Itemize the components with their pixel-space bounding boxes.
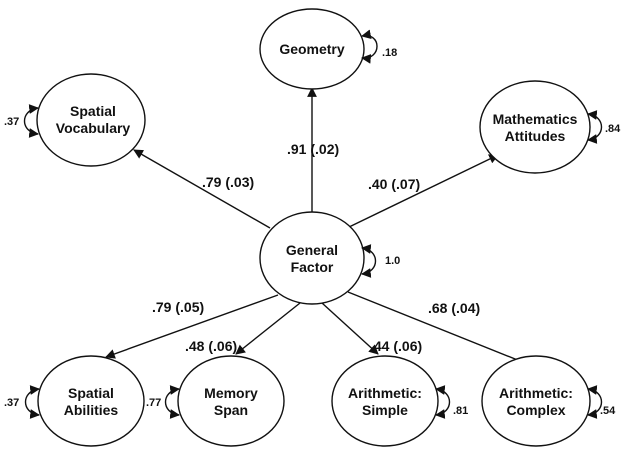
variance-memory-span: .77 xyxy=(146,397,161,409)
edge-arithmetic-complex xyxy=(347,291,531,367)
node-label-mathematics-attitudes-1: Mathematics xyxy=(493,111,578,127)
edge-label-arithmetic-complex: .68 (.04) xyxy=(428,300,480,316)
node-label-arithmetic-simple-2: Simple xyxy=(362,402,408,418)
node-mathematics-attitudes: Mathematics Attitudes .84 xyxy=(479,80,621,174)
node-label-arithmetic-complex-2: Complex xyxy=(506,402,565,418)
node-label-memory-span-2: Span xyxy=(214,402,248,418)
edge-label-geometry: .91 (.02) xyxy=(287,141,339,157)
variance-loop-general-factor xyxy=(361,244,377,278)
variance-loop-arithmetic-simple xyxy=(435,385,451,419)
variance-geometry: .18 xyxy=(382,47,397,59)
node-label-mathematics-attitudes-2: Attitudes xyxy=(505,128,566,144)
edge-label-arithmetic-simple: .44 (.06) xyxy=(370,338,422,354)
edge-memory-span xyxy=(235,302,301,355)
variance-general-factor: 1.0 xyxy=(385,255,400,267)
node-label-spatial-vocabulary-2: Vocabulary xyxy=(56,120,131,136)
edge-label-spatial-vocabulary: .79 (.03) xyxy=(202,174,254,190)
node-label-arithmetic-complex-1: Arithmetic: xyxy=(499,385,573,401)
variance-arithmetic-complex: .54 xyxy=(600,405,616,417)
node-arithmetic-simple: Arithmetic: Simple .81 xyxy=(331,355,468,447)
node-arithmetic-complex: Arithmetic: Complex .54 xyxy=(481,355,616,447)
node-general-factor: General Factor 1.0 xyxy=(259,211,400,305)
variance-loop-geometry xyxy=(361,29,378,64)
node-spatial-abilities: Spatial Abilities .37 xyxy=(4,355,145,447)
variance-spatial-abilities: .37 xyxy=(4,397,19,409)
edge-label-spatial-abilities: .79 (.05) xyxy=(152,299,204,315)
edge-arithmetic-simple xyxy=(321,302,379,355)
edge-spatial-vocabulary xyxy=(133,149,271,229)
edge-mathematics-attitudes xyxy=(346,154,499,229)
node-geometry: Geometry .18 xyxy=(259,8,397,90)
variance-loop-arithmetic-complex xyxy=(587,385,603,419)
variance-loop-spatial-abilities xyxy=(24,385,40,419)
node-label-general-factor-2: Factor xyxy=(291,259,334,275)
variance-loop-spatial-vocabulary xyxy=(23,104,39,138)
node-memory-span: Memory Span .77 xyxy=(146,355,285,447)
node-label-spatial-abilities-2: Abilities xyxy=(64,402,119,418)
node-label-arithmetic-simple-1: Arithmetic: xyxy=(348,385,422,401)
node-spatial-vocabulary: Spatial Vocabulary .37 xyxy=(4,73,146,167)
edge-label-memory-span: .48 (.06) xyxy=(185,338,237,354)
variance-loop-memory-span xyxy=(164,385,180,419)
variance-loop-mathematics-attitudes xyxy=(587,110,603,144)
node-label-geometry: Geometry xyxy=(279,41,345,57)
variance-mathematics-attitudes: .84 xyxy=(605,123,621,135)
node-label-memory-span-1: Memory xyxy=(204,385,258,401)
edge-spatial-abilities xyxy=(105,294,279,359)
variance-arithmetic-simple: .81 xyxy=(453,405,468,417)
edge-label-mathematics-attitudes: .40 (.07) xyxy=(368,176,420,192)
node-label-spatial-abilities-1: Spatial xyxy=(68,385,114,401)
node-label-general-factor-1: General xyxy=(286,242,338,258)
variance-spatial-vocabulary: .37 xyxy=(4,116,19,128)
node-label-spatial-vocabulary-1: Spatial xyxy=(70,103,116,119)
